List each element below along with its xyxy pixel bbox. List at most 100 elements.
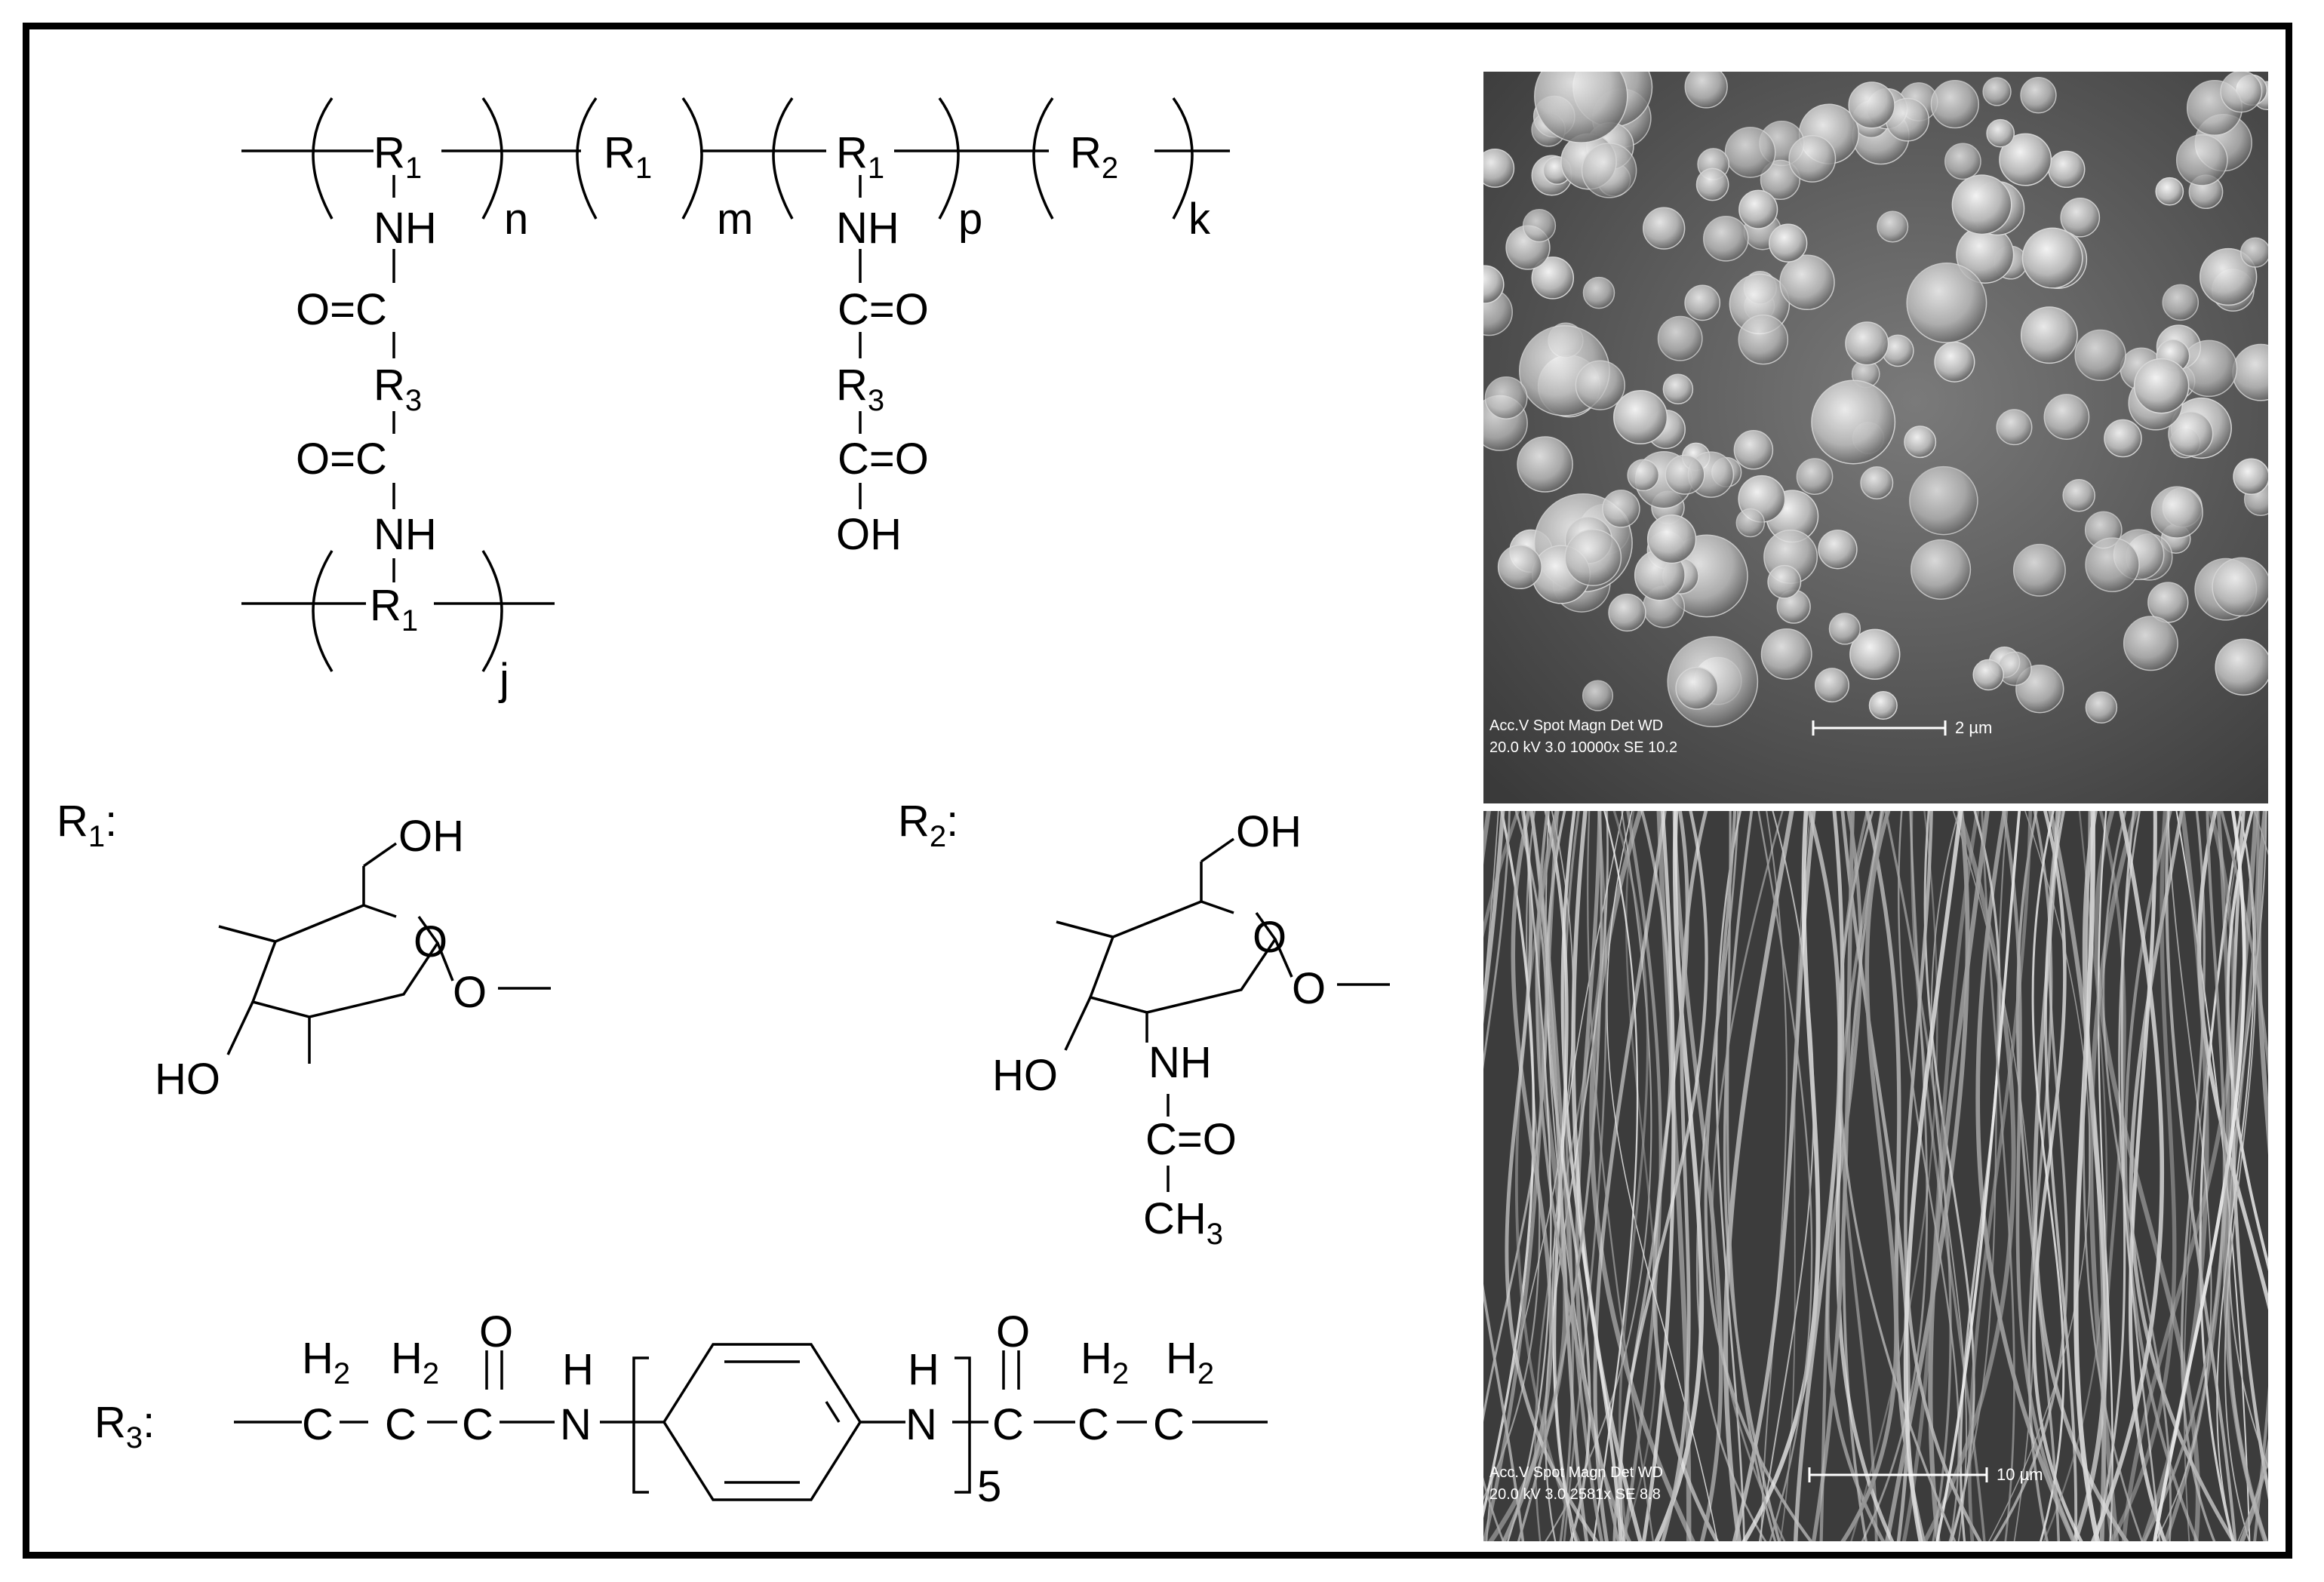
nanofiber [1715,811,1745,1541]
microsphere [2048,150,2086,189]
microsphere [1760,628,1812,680]
microsphere [1564,529,1622,586]
sem-bottom-info-row2: 20.0 kV 3.0 2581x SE 8.8 [1489,1486,1661,1503]
subscript-k: k [1188,195,1211,244]
left-nh-bottom: NH [374,510,437,559]
microsphere [1868,690,1898,720]
right-oh: OH [836,510,902,559]
nanofiber [1741,811,1821,1541]
sem-image-fibers: Acc.V Spot Magn Det WD 20.0 kV 3.0 2581x… [1483,811,2268,1541]
microsphere [2180,339,2238,398]
microsphere [2104,419,2142,458]
nanofiber [1898,811,1960,1541]
microsphere [1818,530,1858,570]
sem-top-info-row1: Acc.V Spot Magn Det WD [1489,717,1663,734]
microsphere [1909,465,1978,536]
r3-c4: C [992,1400,1024,1449]
sem-bottom-scale-bar [1808,1467,1988,1482]
microsphere [2200,247,2258,306]
r3-c1: C [302,1400,334,1449]
r3-chain-bonds [234,1343,1268,1501]
sem-bottom-info-row1: Acc.V Spot Magn Det WD [1489,1464,1663,1481]
nanofiber [2032,811,2083,1541]
nanofiber [1501,811,1554,1541]
r2-methyl: CH3 [1143,1194,1223,1251]
nanofiber [1612,811,1649,1541]
nanofiber [1885,811,1970,1541]
microsphere [1522,208,1557,243]
nanofiber [1483,811,1505,1024]
nanofiber [1726,811,1777,1541]
sem-top-scale-label: 2 µm [1955,718,1992,737]
nanofiber [1483,811,1511,1541]
microsphere [2020,306,2078,364]
microsphere [1944,143,1981,180]
nanofiber [2098,811,2126,1541]
microsphere [2150,486,2203,539]
microsphere [2012,543,2066,597]
microsphere [2123,616,2178,671]
r3-c3: C [462,1400,493,1449]
microsphere [1733,430,1774,470]
nanofiber [1483,811,1520,938]
nanofiber [1832,811,1895,1541]
microsphere [1972,659,2004,691]
nanofiber [1592,811,1639,1541]
microsphere [1828,613,1861,645]
microsphere [2085,691,2118,724]
r3-label: R3: [94,1398,155,1455]
microsphere [1860,466,1894,500]
r3-c6: C [1153,1400,1185,1449]
nanofiber [1794,811,1842,1541]
nanofiber [1903,811,1963,1541]
microsphere [2021,227,2083,289]
nanofiber [1606,811,1718,1541]
r3-h2-third: H2 [1081,1334,1129,1390]
r1-unit-n: R1 [374,128,422,185]
microsphere [1657,315,1703,361]
r1-glucose-ring [218,842,551,1064]
r1-glycosidic-o: O [453,968,487,1017]
microsphere [2133,358,2190,414]
microsphere [1531,256,1575,300]
sem-bottom-scale-label: 10 µm [1997,1465,2043,1484]
microsphere [2085,537,2140,592]
nanofiber [1901,811,1980,1541]
microsphere [2215,638,2268,696]
microsphere [1738,314,1789,365]
microsphere [1796,458,1834,495]
r3-c5: C [1077,1400,1109,1449]
nanofiber [1641,811,1676,1541]
r2-ho: HO [992,1051,1058,1100]
nanofiber [1672,811,1723,1541]
nanofiber [1621,811,1658,1541]
nanofiber [1928,811,1990,1541]
microsphere [1497,544,1542,590]
microsphere [1911,539,1972,600]
nanofiber [1586,811,1655,1541]
r1-oh: OH [398,812,464,861]
nanofiber [2226,811,2268,1271]
nanofiber [2072,811,2109,1541]
nanofiber [2109,811,2177,1541]
nanofiber [2118,811,2161,1541]
nanofiber [1486,811,1574,1541]
r1-unit-p: R1 [836,128,884,185]
nanofiber [2091,811,2165,1541]
microsphere [2175,134,2228,186]
nanofiber [1656,811,1692,1541]
microsphere [1815,668,1849,703]
nanofiber [2224,811,2257,1541]
nanofiber [2153,811,2246,1541]
r3-repeat-5: 5 [977,1462,1001,1511]
nanofiber [1904,811,1982,1541]
microsphere [1738,189,1778,229]
microsphere [1845,321,1889,366]
microsphere [1986,118,2015,148]
microsphere [1602,490,1640,528]
microsphere [1484,376,1528,419]
microsphere [1951,174,2012,235]
microsphere [1575,360,1625,410]
microsphere [2220,72,2263,113]
r3-h2-fourth: H2 [1166,1334,1214,1390]
